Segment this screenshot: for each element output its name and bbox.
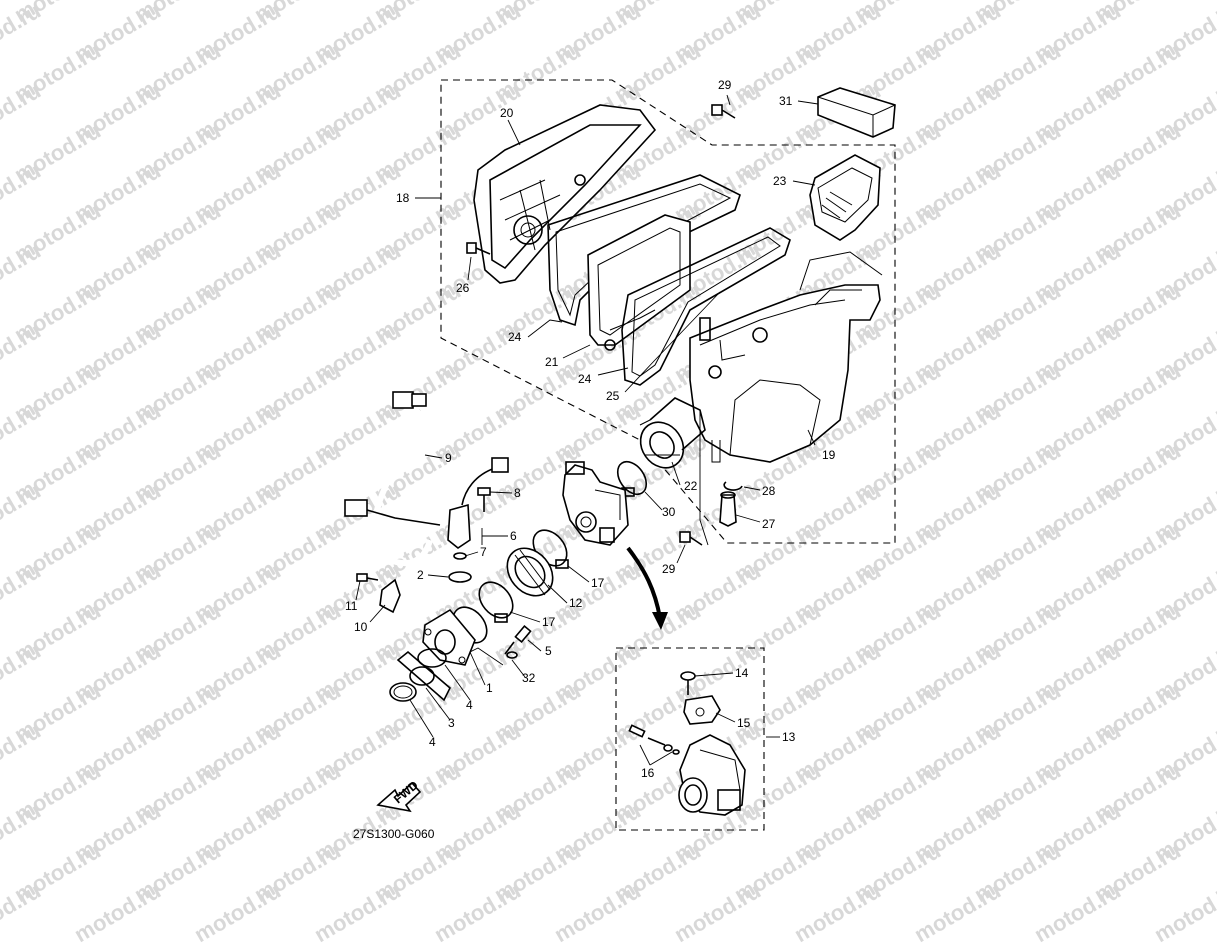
bolt-29-upper-part xyxy=(711,104,736,119)
callout-30: 30 xyxy=(662,505,676,519)
callout-27: 27 xyxy=(762,517,776,531)
exploded-parts-diagram: FWD 27S1300-G060 xyxy=(344,78,896,841)
inset-throttle-body-part xyxy=(678,734,746,816)
callout-23: 23 xyxy=(773,174,787,188)
gasket-2-part xyxy=(448,571,472,583)
inset-sensor-15-part xyxy=(683,695,721,725)
callout-20: 20 xyxy=(500,106,514,120)
callout-4a: 4 xyxy=(466,698,473,712)
callout-2: 2 xyxy=(417,568,424,582)
bracket-10-part xyxy=(379,578,401,614)
hose-assembly-part xyxy=(344,391,441,567)
callout-18: 18 xyxy=(396,191,410,205)
intake-joint-part xyxy=(639,397,706,469)
inset-screw-set-16-part xyxy=(628,724,680,755)
callout-1: 1 xyxy=(486,681,493,695)
callout-31: 31 xyxy=(779,94,793,108)
screw-26-part xyxy=(466,242,491,255)
callout-25: 25 xyxy=(606,389,620,403)
diagram-code-label: 27S1300-G060 xyxy=(353,827,435,841)
callout-24b: 24 xyxy=(578,372,592,386)
inset-screw-14-part xyxy=(680,671,696,695)
callout-21: 21 xyxy=(545,355,559,369)
o-ring-upper-part xyxy=(417,648,447,668)
screw-11-part xyxy=(356,573,379,582)
inset-pointer-arrow xyxy=(626,546,668,630)
screw-8-part xyxy=(477,487,491,512)
callout-17a: 17 xyxy=(591,576,605,590)
callout-3: 3 xyxy=(448,716,455,730)
callout-22: 22 xyxy=(684,479,698,493)
sensor-6-part xyxy=(447,457,509,549)
second-seal-part xyxy=(621,227,791,386)
intake-duct-part xyxy=(809,154,881,241)
throttle-body-part xyxy=(562,461,629,546)
detail-inset-boundary xyxy=(615,647,765,831)
callout-16: 16 xyxy=(641,766,655,780)
callout-26: 26 xyxy=(456,281,470,295)
drain-plug-part xyxy=(719,491,737,527)
callout-8: 8 xyxy=(514,486,521,500)
callout-28: 28 xyxy=(762,484,776,498)
callout-29a: 29 xyxy=(718,78,732,92)
callout-9: 9 xyxy=(445,451,452,465)
intake-joint-12-part xyxy=(506,547,554,597)
o-ring-7-part xyxy=(453,552,467,560)
callout-15: 15 xyxy=(737,716,751,730)
hose-clip-part xyxy=(723,481,743,491)
leader-lines xyxy=(355,94,819,766)
callout-19: 19 xyxy=(822,448,836,462)
callout-labels: 20 18 26 24 21 24 25 29 31 23 19 28 27 2… xyxy=(345,78,836,780)
callout-29b: 29 xyxy=(662,562,676,576)
callout-32: 32 xyxy=(522,671,536,685)
washer-32-part xyxy=(506,651,518,659)
insulator-part xyxy=(396,650,451,702)
callout-13: 13 xyxy=(782,730,796,744)
callout-14: 14 xyxy=(735,666,749,680)
callout-6: 6 xyxy=(510,529,517,543)
air-filter-element-part xyxy=(587,214,691,351)
callout-7: 7 xyxy=(480,545,487,559)
callout-11: 11 xyxy=(345,599,358,613)
callout-24a: 24 xyxy=(508,330,522,344)
forward-arrow-icon: FWD xyxy=(376,778,422,813)
callout-10: 10 xyxy=(354,620,368,634)
clamp-lower-part xyxy=(478,581,514,623)
bolt-29-lower-part xyxy=(679,531,703,546)
callout-12: 12 xyxy=(569,596,583,610)
callout-5: 5 xyxy=(545,644,552,658)
bolt-5-part xyxy=(504,624,532,655)
callout-4b: 4 xyxy=(429,735,436,749)
callout-17b: 17 xyxy=(542,615,556,629)
air-cleaner-group-boundary xyxy=(440,79,896,544)
o-ring-lower-part xyxy=(389,682,417,702)
intake-manifold-part xyxy=(422,606,488,666)
intake-cover-part xyxy=(817,87,896,138)
